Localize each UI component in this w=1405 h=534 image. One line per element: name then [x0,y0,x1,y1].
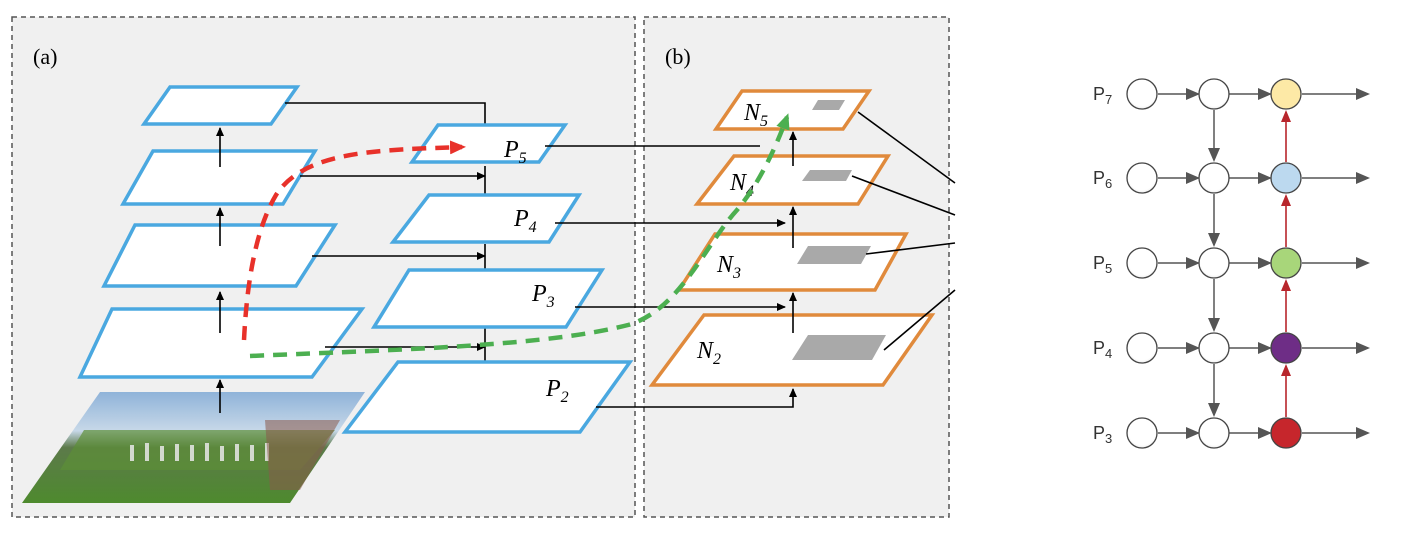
backbone-layer-3 [119,149,319,206]
graph-row-label-p4: P4 [1093,338,1112,361]
panel-b-tag: (b) [665,44,691,69]
proposal-box-n5 [812,100,845,110]
output-node-p5 [1270,247,1302,279]
fpn-label-p3: P3 [531,281,555,311]
bottom-up-level-n5 [712,89,873,131]
backbone-layer-1 [77,307,366,379]
output-node-p3 [1270,417,1302,449]
input-node-p3 [1126,417,1158,449]
bottom-up-level-n4 [693,154,892,206]
input-node-p5 [1126,247,1158,279]
mid-node-p7 [1198,78,1230,110]
bottom-up-path [249,113,790,359]
input-node-p6 [1126,162,1158,194]
graph-row-label-p7: P7 [1093,84,1112,107]
fpn-label-p5: P5 [503,137,527,167]
proposal-box-n2 [792,335,886,360]
input-node-p7 [1126,78,1158,110]
mid-node-p5 [1198,247,1230,279]
fpn-level-p4 [389,193,583,244]
fpn-level-p5 [408,123,569,164]
backbone-layer-4 [140,85,301,126]
mid-node-p6 [1198,162,1230,194]
proposal-box-n4 [802,170,852,181]
output-node-p7 [1270,78,1302,110]
input-node-p4 [1126,332,1158,364]
feature-graph: P7 P6 P5 P4 P3 [1093,78,1370,449]
bottom-up-label-n3: N3 [716,252,741,282]
graph-row-label-p6: P6 [1093,168,1112,191]
output-node-p6 [1270,162,1302,194]
backbone-layer-2 [101,223,339,288]
bottom-up-label-n2: N2 [696,338,721,368]
fpn-level-p2 [341,360,634,434]
graph-row-label-p3: P3 [1093,423,1112,446]
fpn-level-p3 [370,268,606,329]
top-down-path [241,140,466,341]
output-node-p4 [1270,332,1302,364]
bottom-up-label-n5: N5 [743,100,768,130]
mid-node-p4 [1198,332,1230,364]
input-image [22,392,365,503]
bottom-up-level-n2 [648,313,936,387]
proposal-box-n3 [797,246,871,264]
mid-node-p3 [1198,417,1230,449]
graph-row-label-p5: P5 [1093,253,1112,276]
fpn-label-p4: P4 [513,206,537,236]
panel-a-tag: (a) [33,44,57,69]
fpn-label-p2: P2 [545,376,569,406]
